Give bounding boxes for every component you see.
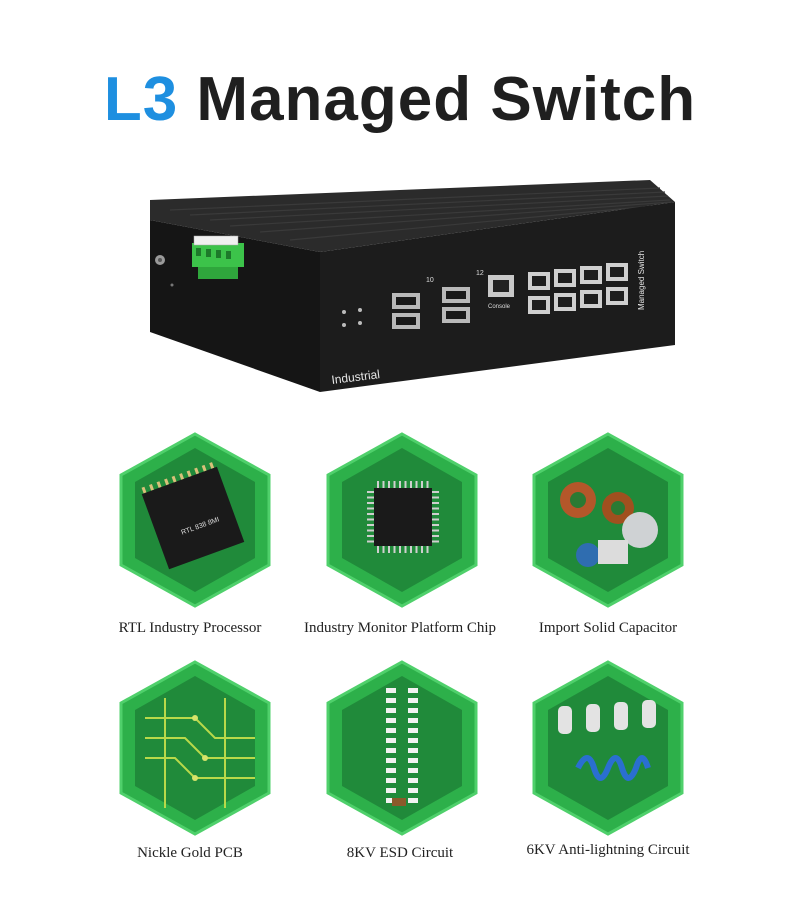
feature-caption: RTL Industry Processor: [118, 620, 262, 636]
port-number-10: 10: [426, 277, 434, 284]
feature-caption: Nickle Gold PCB: [137, 845, 243, 861]
side-label: Managed Switch: [637, 251, 646, 310]
monitor-chip-icon: [322, 430, 482, 610]
port-number-12: 12: [476, 270, 484, 277]
front-label: Industrial: [331, 367, 381, 387]
feature-caption: 6KV Anti-lightning Circuit: [526, 842, 690, 858]
console-label: Console: [488, 304, 511, 310]
switch-device-image: 10 12 Console Industrial Managed Switch: [150, 180, 675, 392]
feature-caption: 8KV ESD Circuit: [346, 845, 454, 861]
page-title: L3 Managed Switch: [0, 62, 800, 138]
esd-circuit-icon: [322, 658, 482, 838]
title-accent: L3: [103, 65, 179, 134]
feature-caption: Industry Monitor Platform Chip: [303, 620, 497, 636]
processor-chip-icon: RTL 838 8MI: [115, 430, 275, 610]
feature-caption: Import Solid Capacitor: [538, 620, 678, 636]
pcb-traces-icon: [115, 658, 275, 838]
lightning-protection-icon: [528, 658, 688, 838]
title-main: Managed Switch: [196, 65, 697, 134]
capacitor-icon: [528, 430, 688, 610]
